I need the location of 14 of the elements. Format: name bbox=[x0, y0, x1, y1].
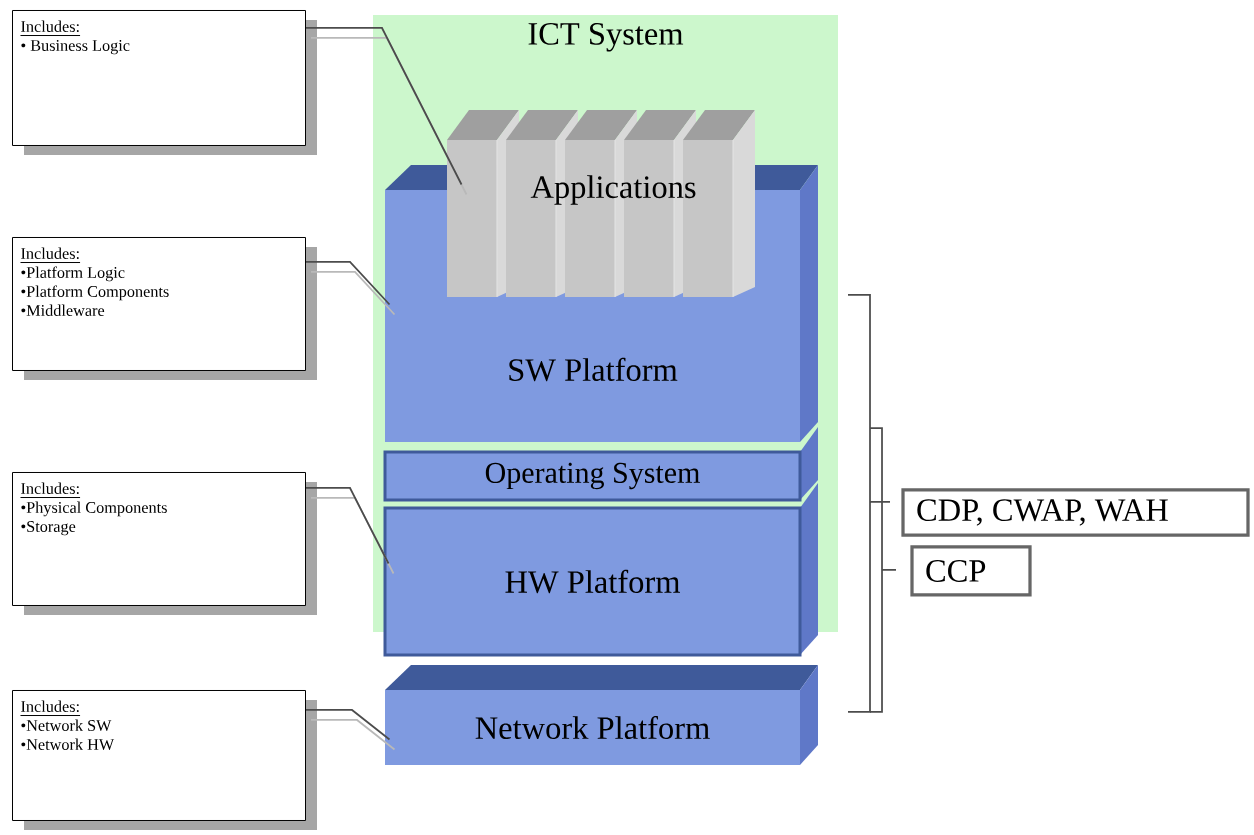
callout-box: Includes: • Business Logic bbox=[12, 10, 317, 155]
leader-line bbox=[305, 261, 396, 316]
callout-box: Includes: •Network SW •Network HW bbox=[12, 690, 317, 830]
platform-block: Operating System bbox=[383, 427, 818, 502]
label-box: CCP bbox=[910, 545, 1032, 597]
leader-line bbox=[305, 487, 395, 575]
leader-line bbox=[305, 27, 468, 196]
platform-block: Network Platform bbox=[385, 665, 818, 765]
leader-line bbox=[305, 709, 396, 751]
callout-box: Includes: •Physical Components •Storage bbox=[12, 472, 317, 615]
callout-box: Includes: •Platform Logic •Platform Components •Middleware bbox=[12, 237, 317, 380]
application-stack: Applications bbox=[447, 110, 755, 298]
node-label: Applications bbox=[530, 175, 696, 205]
label-box: CDP, CWAP, WAH bbox=[901, 488, 1250, 537]
